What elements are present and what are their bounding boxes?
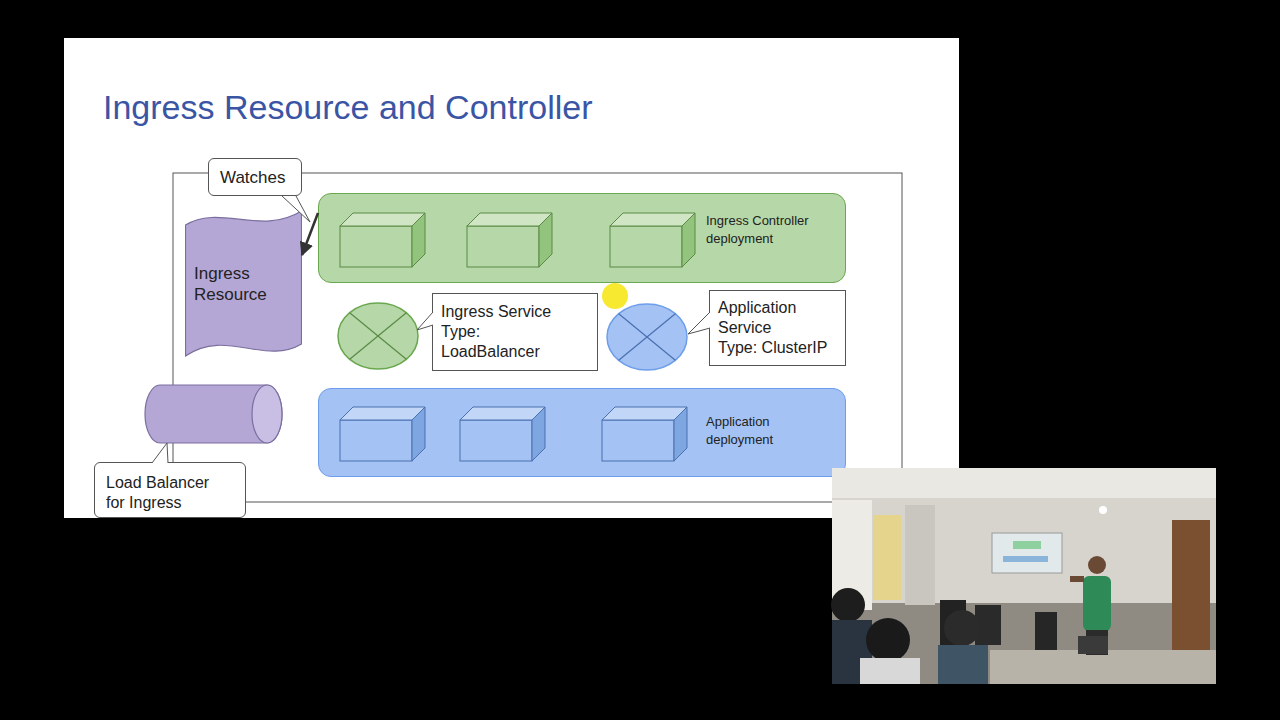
load-balancer-cylinder-end <box>252 385 282 443</box>
service-symbol-cross <box>350 313 407 360</box>
load-balancer-cylinder <box>145 385 282 443</box>
service-symbol <box>607 304 687 370</box>
node-label: Ingress Resource <box>194 263 279 305</box>
watch-arrow <box>302 213 318 255</box>
audience-body <box>832 620 872 684</box>
ingress-resource: Ingress Resource <box>185 208 302 358</box>
deployment-band: Application deployment <box>318 388 846 477</box>
callout-box: Ingress ServiceType: LoadBalancer <box>432 293 598 371</box>
ceiling-light <box>1099 506 1107 514</box>
presenter-legs <box>1086 630 1108 655</box>
node-label: Ingress Controller deployment <box>706 212 831 248</box>
projected-band <box>1013 541 1041 549</box>
deployment-band: Ingress Controller deployment <box>318 193 846 283</box>
audience-head <box>944 610 980 646</box>
service-symbol-cross <box>619 314 676 361</box>
room-curtain <box>873 515 901 600</box>
room-table <box>990 650 1216 684</box>
projection-screen <box>992 533 1062 573</box>
node-label: Load Balancer for Ingress <box>106 473 218 513</box>
callout-box: Load Balancer for Ingress <box>94 462 246 518</box>
room-chair <box>975 605 1001 645</box>
callout-pointer <box>688 312 710 334</box>
slide-title: Ingress Resource and Controller <box>103 88 592 127</box>
audience-head <box>866 618 910 662</box>
node-label: Ingress Service <box>441 302 571 322</box>
node-label: Type: ClusterIP <box>718 338 843 358</box>
slide <box>64 38 959 518</box>
node-label: Application deployment <box>706 413 806 449</box>
room-window <box>832 500 872 610</box>
presenter-arm <box>1070 576 1084 582</box>
audience-body <box>938 645 988 684</box>
room-column <box>905 505 935 605</box>
callout-box: Watches <box>208 158 302 196</box>
audience-head <box>831 588 865 622</box>
service-symbol-cross <box>350 313 407 360</box>
laptop <box>1078 636 1108 654</box>
room-chair <box>940 600 966 645</box>
room-wall <box>832 468 1216 603</box>
document-shape <box>186 211 302 356</box>
pointer-highlight <box>602 283 628 309</box>
cluster-frame <box>173 173 902 502</box>
service-symbol <box>338 303 418 369</box>
presenter-head <box>1088 556 1106 574</box>
callout-box: Application ServiceType: ClusterIP <box>709 290 846 366</box>
audience-body <box>860 658 920 684</box>
callout-pointer <box>417 312 433 330</box>
projected-band <box>1003 556 1048 562</box>
room-chair <box>1035 612 1057 652</box>
node-label: Application Service <box>718 298 808 338</box>
service-symbol-cross <box>619 314 676 361</box>
presenter-body <box>1083 576 1111 631</box>
room-ceiling <box>832 468 1216 498</box>
room-door <box>1172 520 1210 684</box>
webcam-frame <box>832 468 1216 684</box>
node-label: Watches <box>220 167 300 189</box>
node-label: Type: LoadBalancer <box>441 322 566 362</box>
callout-pointer <box>152 443 168 463</box>
